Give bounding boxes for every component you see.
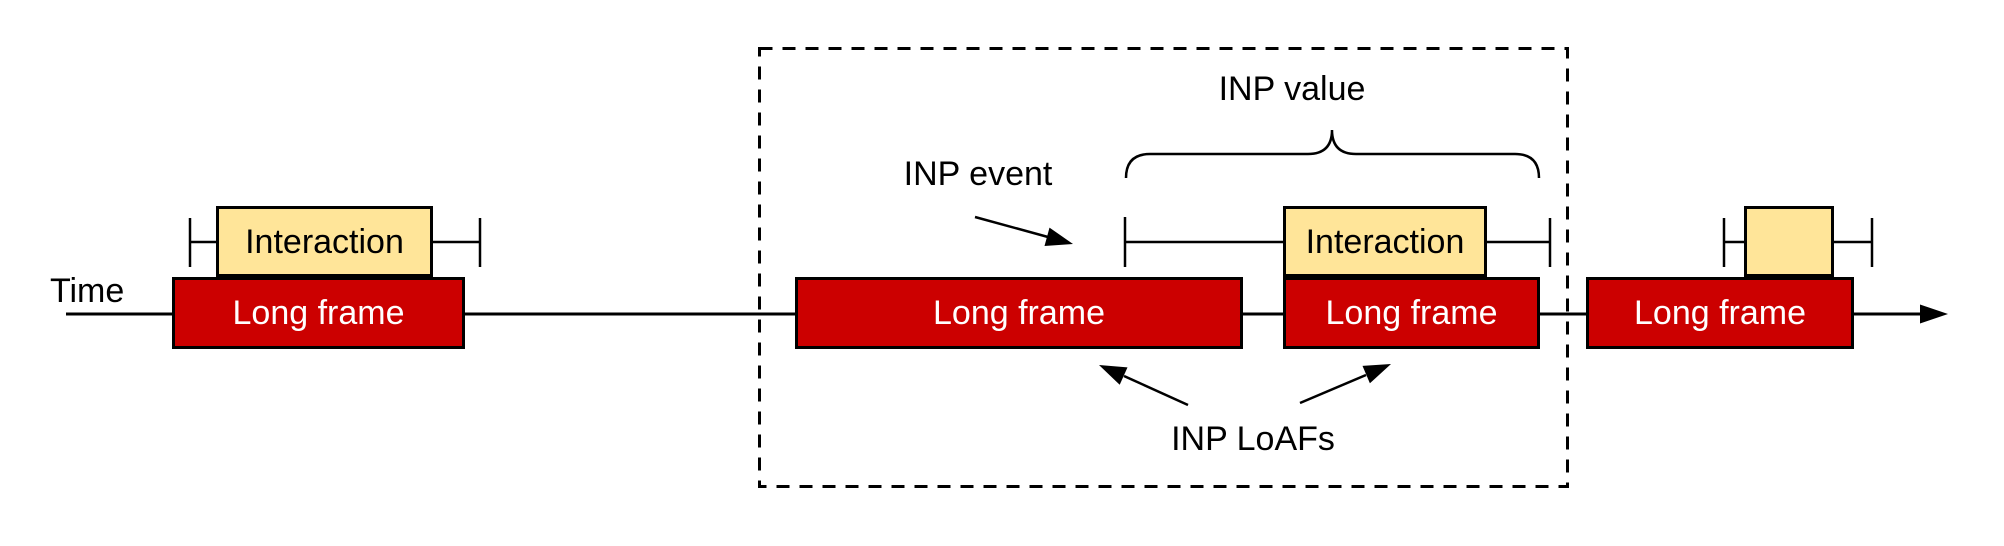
interaction-bar-2: Interaction bbox=[1283, 206, 1487, 277]
inp-value-label: INP value bbox=[1218, 70, 1366, 108]
inp-group-dashed-box bbox=[758, 47, 1569, 488]
time-axis-label: Time bbox=[50, 272, 125, 310]
interaction-bar-1: Interaction bbox=[216, 206, 433, 277]
inp-loaf-arrow-left bbox=[1099, 365, 1189, 407]
inp-value-brace bbox=[1124, 129, 1541, 179]
long-frame-bar-1: Long frame bbox=[172, 277, 465, 349]
interaction-bar-3 bbox=[1744, 206, 1834, 277]
long-frame-bar-2: Long frame bbox=[795, 277, 1243, 349]
inp-loaf-arrow-right bbox=[1299, 364, 1391, 405]
long-frame-bar-4: Long frame bbox=[1586, 277, 1854, 349]
long-frame-bar-3: Long frame bbox=[1283, 277, 1540, 349]
inp-loafs-label: INP LoAFs bbox=[1171, 420, 1335, 458]
inp-event-arrow bbox=[974, 215, 1073, 246]
timeline-arrowhead-icon bbox=[1920, 304, 1948, 324]
inp-event-label: INP event bbox=[903, 155, 1053, 193]
